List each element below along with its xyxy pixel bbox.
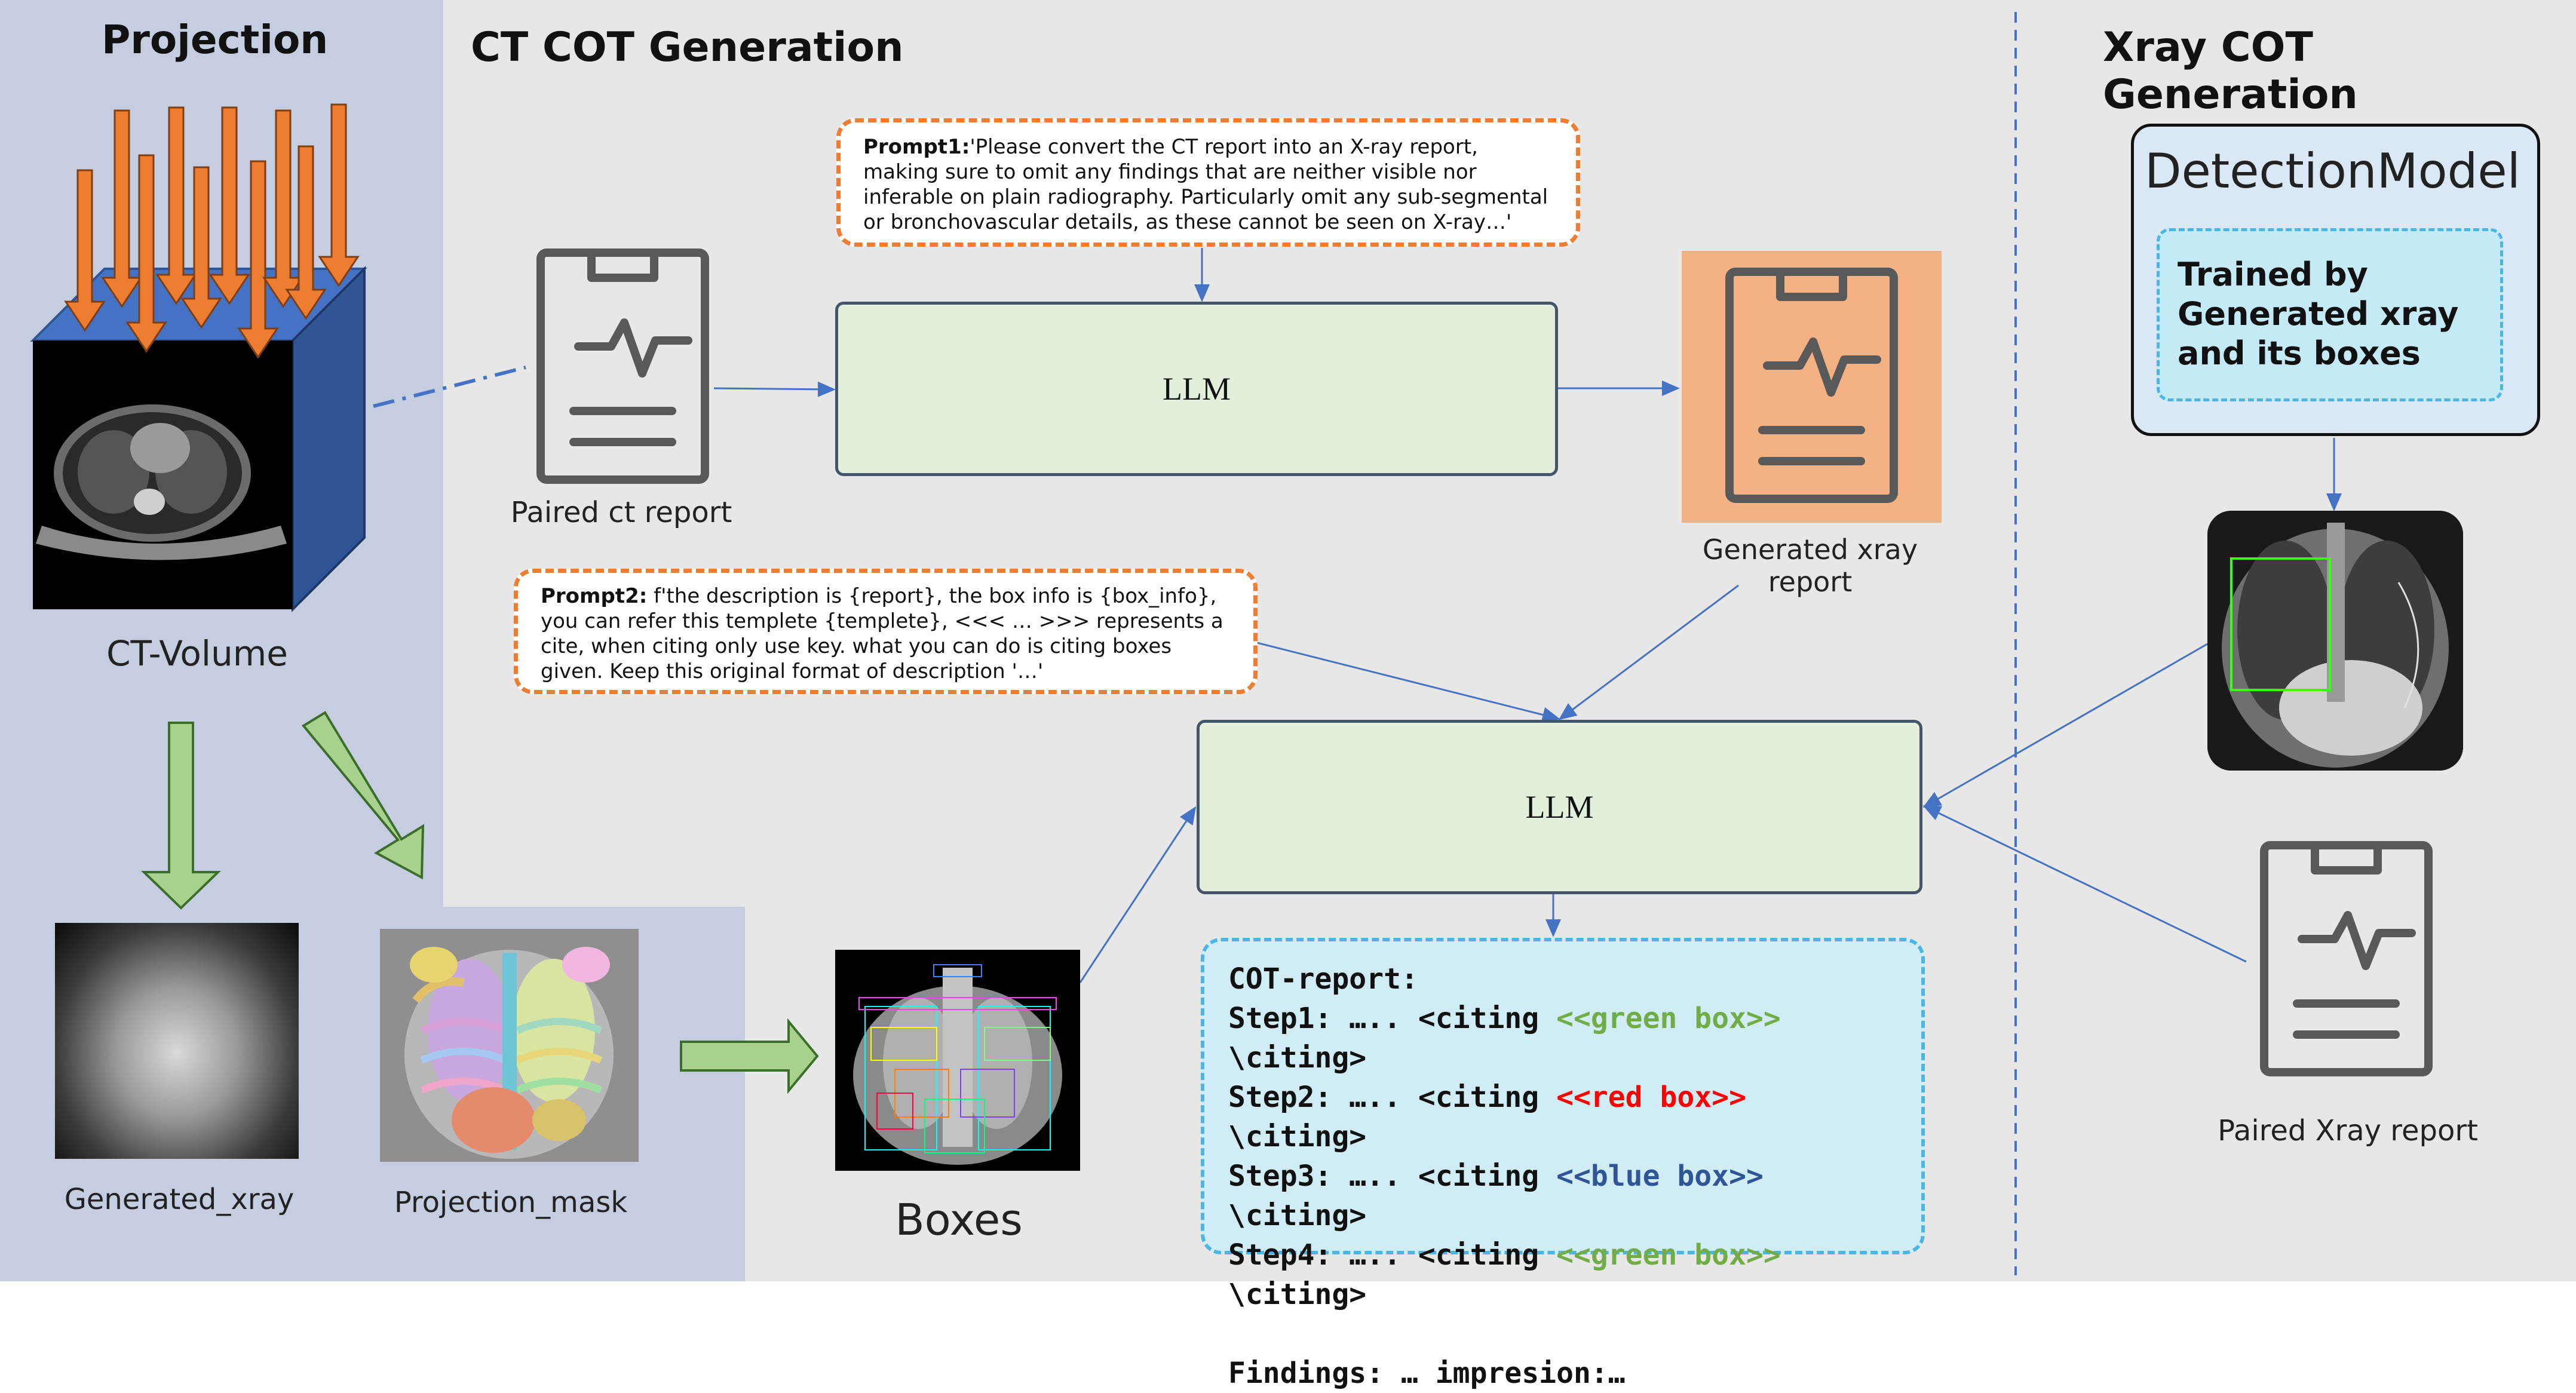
cot-report-title: COT-report: — [1228, 962, 1418, 996]
generated-xray-image — [55, 923, 299, 1159]
generated-xray-report-label: Generated xray report — [1702, 533, 1918, 598]
paired-xray-report-icon — [2260, 841, 2433, 1076]
green-arrow-to-xray — [141, 722, 221, 910]
cube-to-report-line — [373, 366, 526, 408]
cot-step-3: Step3: ….. <citing <<blue box>> \citing> — [1228, 1156, 1897, 1235]
llm-box-1: LLM — [835, 302, 1558, 476]
arrow-ctreport-to-llm1 — [713, 381, 836, 397]
generated-xray-label: Generated_xray — [64, 1183, 295, 1216]
detection-model-title: DetectionModel — [2145, 143, 2520, 199]
cot-step-4-suffix: \citing> — [1228, 1278, 1367, 1311]
cot-step-2: Step2: ….. <citing <<red box>> \citing> — [1228, 1078, 1897, 1156]
detection-xray-image — [2207, 511, 2463, 771]
boxes-label: Boxes — [895, 1195, 1023, 1245]
green-arrow-to-mask — [301, 711, 425, 880]
paired-xray-report-label: Paired Xray report — [2218, 1114, 2478, 1147]
section-title-projection: Projection — [102, 17, 329, 63]
cot-step-4-box: <<green box>> — [1556, 1238, 1781, 1272]
generated-xray-report-icon — [1725, 268, 1898, 503]
arrow-boxes-to-llm2 — [1079, 806, 1197, 983]
prompt1-box: Prompt1:'Please convert the CT report in… — [836, 118, 1580, 247]
prompt1-label: Prompt1: — [863, 135, 970, 159]
cot-step-3-prefix: Step3: ….. <citing — [1228, 1159, 1557, 1193]
arrow-prompt2-to-llm2 — [1254, 641, 1560, 723]
paired-ct-report-icon — [536, 248, 709, 484]
arrow-xrayreport-to-llm2 — [1558, 584, 1739, 720]
detection-model-inner: Trained by Generated xray and its boxes — [2157, 228, 2503, 401]
section-title-xray-cot: Xray COT Generation — [2103, 24, 2358, 118]
cot-spacer — [1228, 1314, 1897, 1354]
cot-step-1-box: <<green box>> — [1556, 1002, 1781, 1035]
paired-ct-report-label: Paired ct report — [510, 496, 732, 529]
cot-step-2-box: <<red box>> — [1556, 1081, 1746, 1114]
diagram-graphics — [30, 12, 2433, 1275]
boxes-image — [835, 950, 1080, 1171]
arrow-pairedxray-to-llm2 — [1922, 805, 2247, 963]
cot-step-1: Step1: ….. <citing <<green box>> \citing… — [1228, 999, 1897, 1078]
cot-step-4-prefix: Step4: ….. <citing — [1228, 1238, 1557, 1272]
ct-slice-image — [36, 404, 287, 560]
arrow-xrayimage-to-llm2 — [1922, 643, 2208, 808]
projection-rays — [64, 103, 360, 359]
cot-findings: Findings: … impresion:… — [1228, 1357, 1626, 1390]
section-title-ct-cot: CT COT Generation — [471, 24, 904, 71]
cot-step-1-prefix: Step1: ….. <citing — [1228, 1002, 1557, 1035]
projection-mask-label: Projection_mask — [394, 1186, 628, 1219]
detection-model-box: DetectionModel Trained by Generated xray… — [2131, 124, 2540, 436]
cot-step-1-suffix: \citing> — [1228, 1041, 1367, 1075]
cot-step-3-suffix: \citing> — [1228, 1199, 1367, 1232]
generated-xray-report-bg — [1682, 251, 1942, 523]
cot-step-3-box: <<blue box>> — [1556, 1159, 1764, 1193]
prompt2-text: f'the description is {report}, the box i… — [541, 584, 1223, 683]
prompt2-label: Prompt2: — [541, 584, 648, 608]
llm-box-2: LLM — [1197, 720, 1922, 894]
prompt2-box: Prompt2: f'the description is {report}, … — [514, 569, 1258, 694]
cot-step-2-prefix: Step2: ….. <citing — [1228, 1081, 1557, 1114]
ct-volume-label: CT-Volume — [106, 633, 288, 674]
green-arrow-to-boxes — [680, 1018, 819, 1094]
projection-mask-image — [380, 929, 639, 1162]
cot-step-4: Step4: ….. <citing <<green box>> \citing… — [1228, 1235, 1897, 1314]
detection-model-inner-text: Trained by Generated xray and its boxes — [2178, 256, 2459, 372]
cot-step-2-suffix: \citing> — [1228, 1120, 1367, 1153]
prompt1-text: 'Please convert the CT report into an X-… — [863, 135, 1548, 234]
cot-report-box: COT-report: Step1: ….. <citing <<green b… — [1201, 938, 1925, 1390]
